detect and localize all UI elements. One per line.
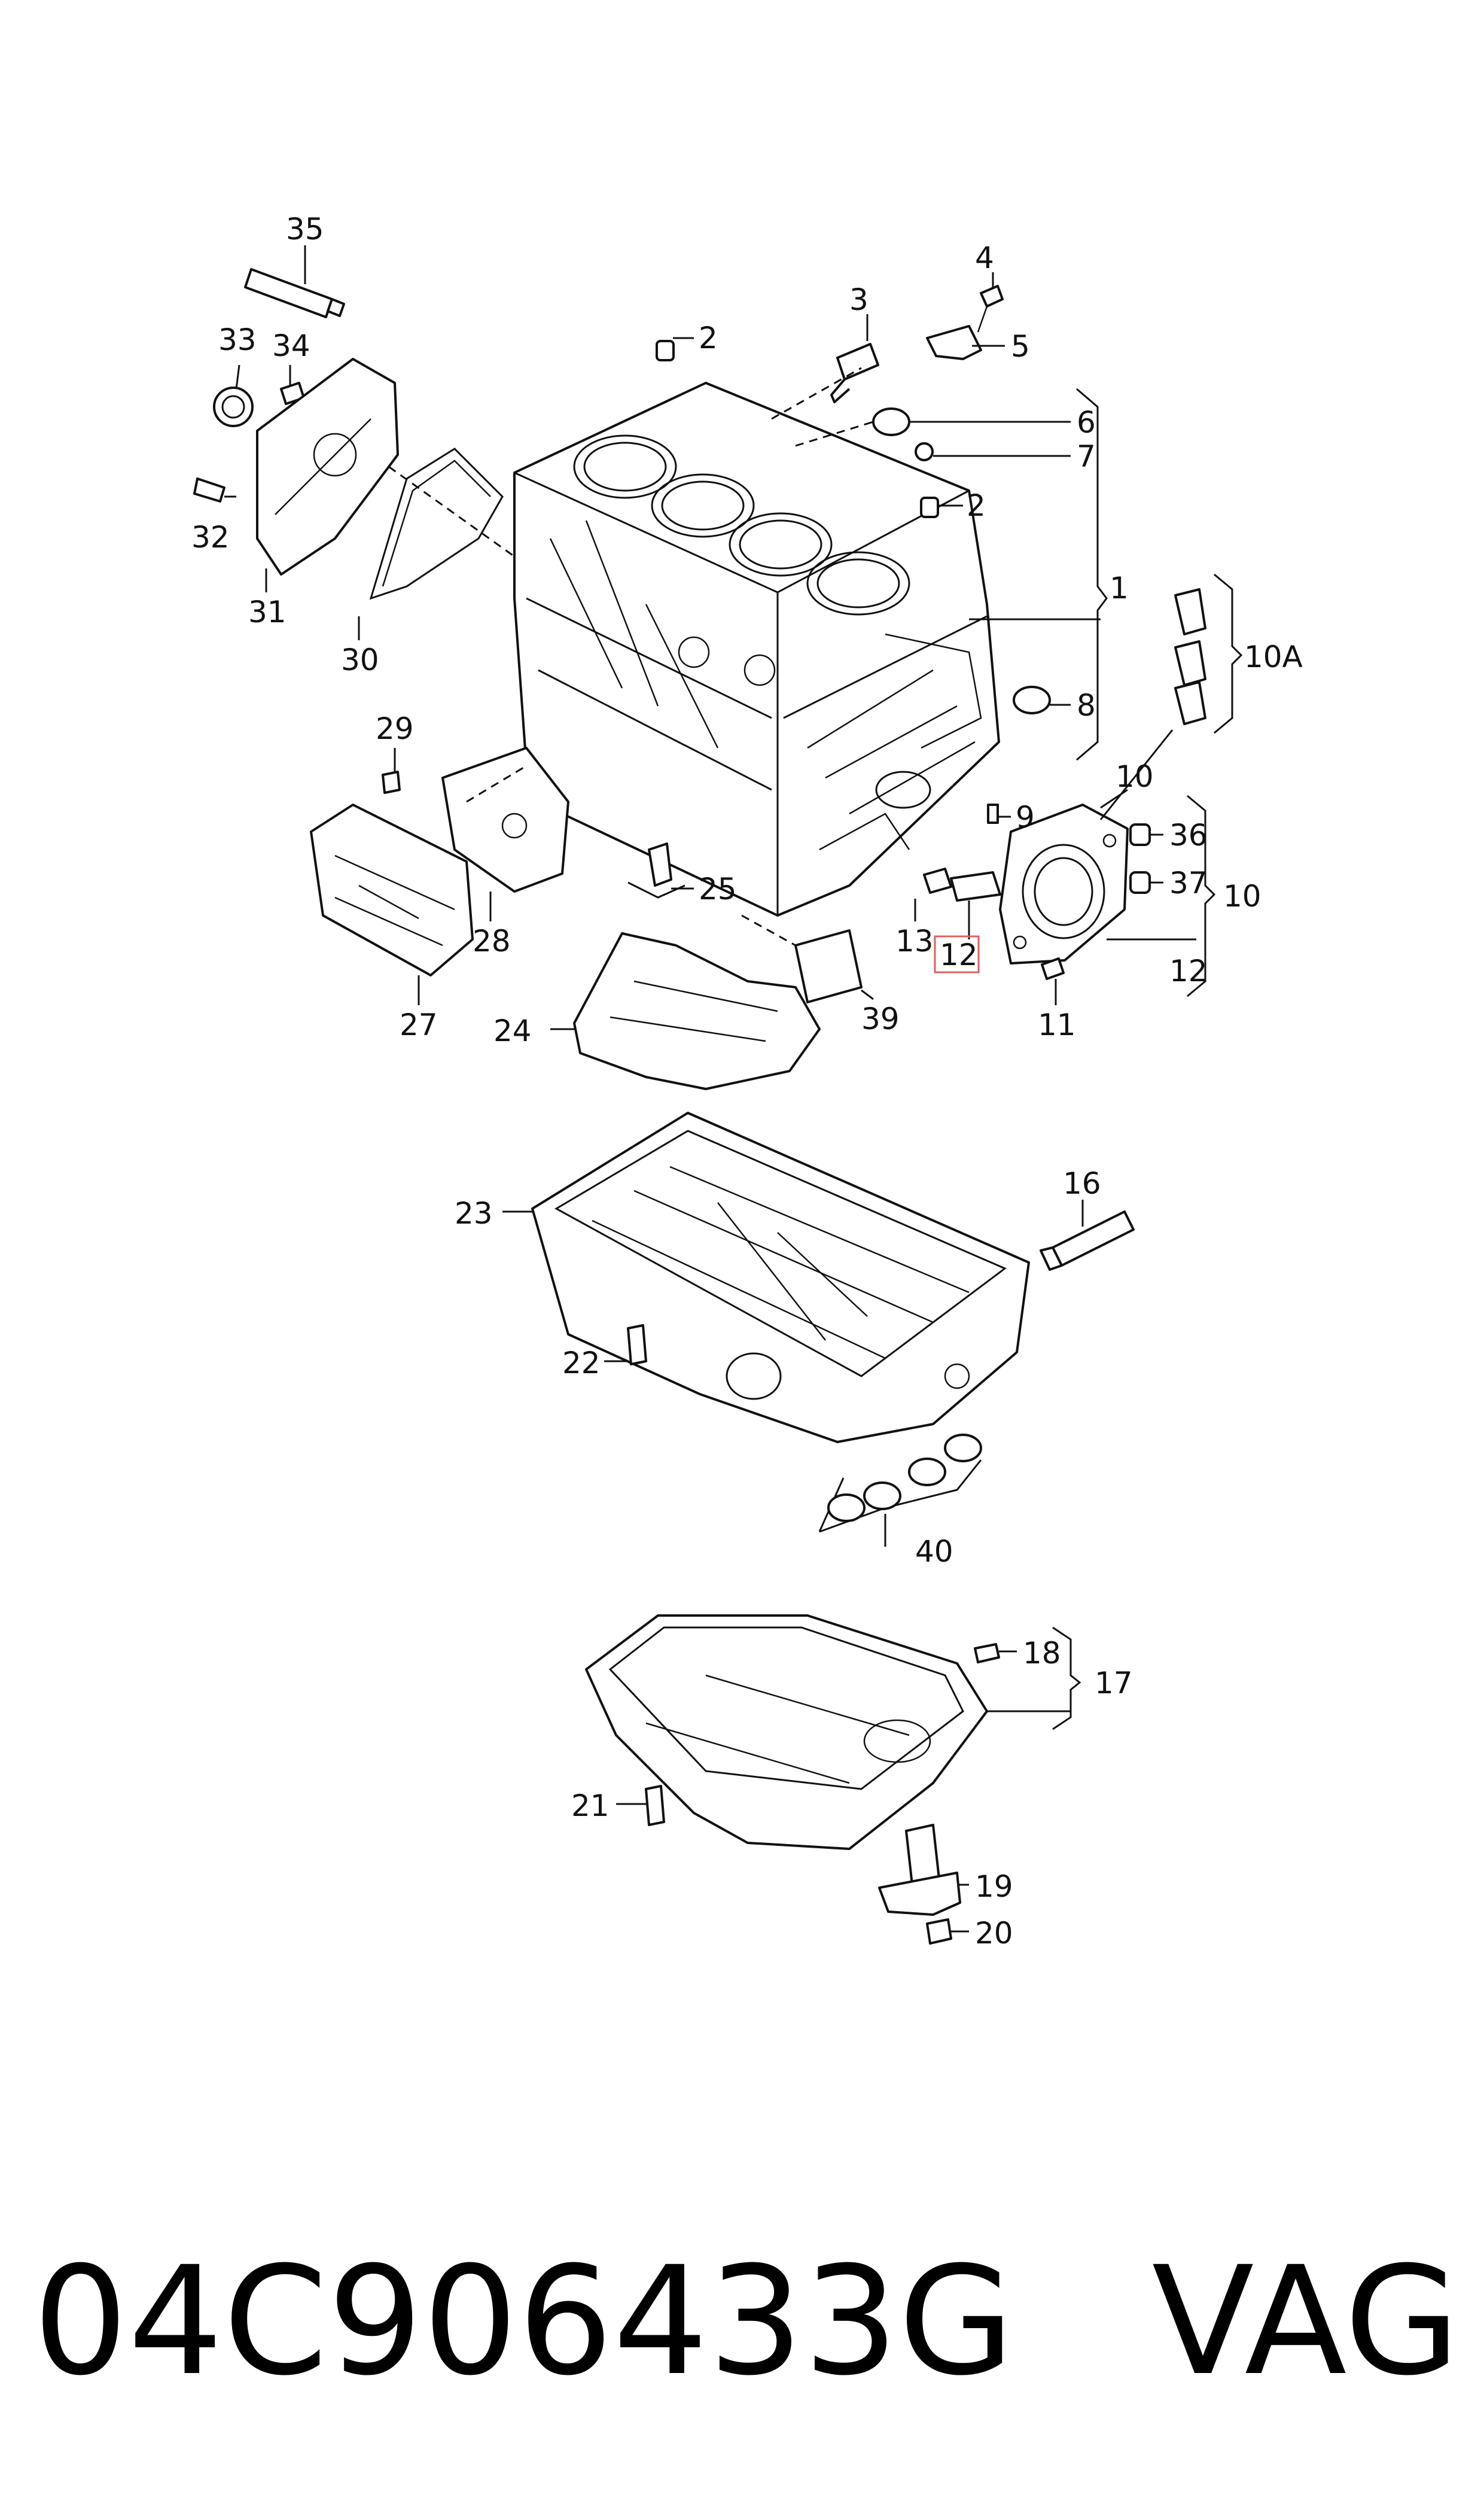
callout-37: 37: [1169, 866, 1208, 900]
callout-19: 19: [975, 1869, 1013, 1904]
callout-11: 11: [1038, 1008, 1076, 1042]
lower-oil-pan: [585, 1614, 1000, 1945]
callout-29: 29: [376, 711, 414, 746]
callout-28: 28: [473, 924, 511, 959]
callout-35: 35: [286, 212, 324, 247]
callout-31: 31: [248, 595, 287, 629]
callout-8: 8: [1077, 688, 1096, 723]
callout-13: 13: [895, 924, 934, 959]
engine-block: [513, 382, 1000, 917]
callout-25: 25: [699, 872, 737, 906]
callout-2: 2: [967, 488, 986, 523]
callout-30: 30: [341, 643, 379, 677]
oil-sensor-harness: [818, 1434, 982, 1533]
callout-2: 2: [699, 321, 718, 355]
callout-32: 32: [191, 520, 230, 555]
callout-4: 4: [975, 241, 994, 275]
callout-24: 24: [493, 1014, 532, 1048]
callout-1: 1: [1110, 571, 1129, 606]
callout-18: 18: [1023, 1636, 1061, 1671]
callout-20: 20: [975, 1916, 1013, 1951]
callout-9: 9: [1016, 800, 1035, 835]
callout-3: 3: [849, 282, 869, 317]
callout-40: 40: [915, 1534, 953, 1569]
group-braces: [1052, 388, 1243, 1730]
callout-10a: 10A: [1244, 640, 1303, 674]
callout-12-highlight-box: [934, 935, 980, 973]
callout-6: 6: [1077, 405, 1096, 440]
callout-10: 10: [1223, 879, 1261, 914]
oil-baffle: [573, 932, 821, 1090]
callout-39: 39: [861, 1002, 900, 1036]
rear-seal-flange: [999, 804, 1151, 980]
callout-10: 10: [1116, 759, 1154, 794]
callout-12: 12: [1169, 954, 1208, 988]
side-cover-parts: [310, 747, 863, 1003]
callout-21: 21: [571, 1788, 610, 1823]
callout-17: 17: [1095, 1666, 1133, 1700]
callout-22: 22: [562, 1346, 601, 1380]
callout-7: 7: [1077, 439, 1096, 474]
callout-27: 27: [400, 1008, 438, 1042]
upper-oil-pan: [531, 1112, 1135, 1443]
part-number: 04C906433G: [33, 2234, 1014, 2408]
callout-23: 23: [455, 1196, 493, 1231]
callout-33: 33: [218, 323, 257, 357]
plug-set-10a: [1174, 588, 1206, 725]
callout-12: 12: [940, 938, 978, 972]
leader-lines: [224, 245, 1196, 1933]
timing-cover-parts: [193, 268, 504, 600]
callout-36: 36: [1169, 818, 1208, 853]
callout-labels: 1 2 2 3 4 5 6 7 8 9 10 10 10A 11 12 12 1…: [191, 212, 1303, 1951]
callout-34: 34: [272, 328, 310, 363]
brand-name: VAG: [1151, 2234, 1460, 2408]
callout-5: 5: [1011, 329, 1030, 364]
callout-16: 16: [1063, 1166, 1101, 1201]
block-small-parts: [656, 285, 1051, 902]
